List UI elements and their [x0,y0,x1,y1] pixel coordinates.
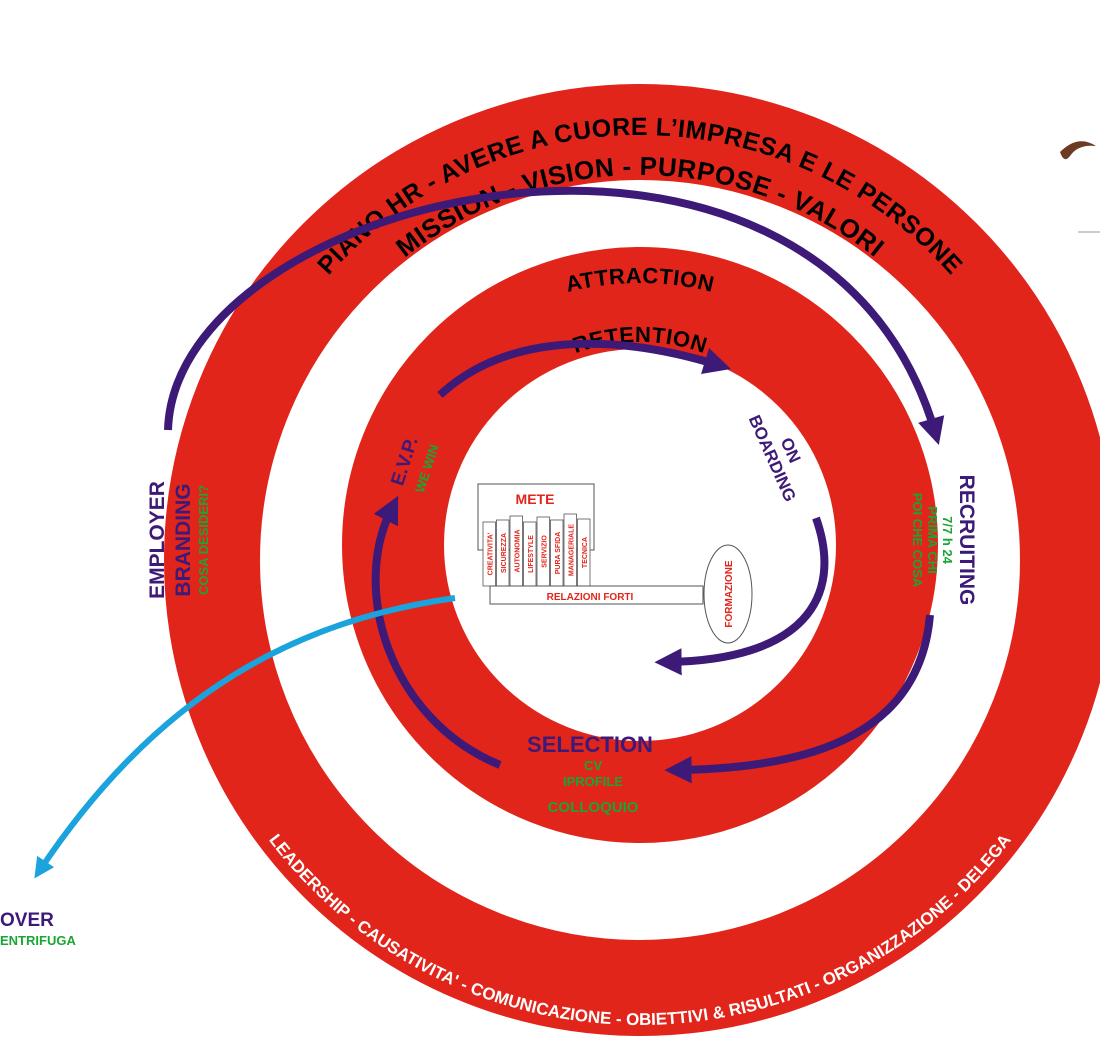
turnover-sub: ENTRIFUGA [0,933,76,948]
recruiting-line1: 7/7 h 24 [940,516,955,564]
key-book [482,521,496,587]
selection-title: SELECTION [527,732,653,757]
key-book-label: MANAGERIALE [568,524,575,576]
key-shaft [489,585,704,605]
key-book-label: PURA SFIDA [555,532,562,575]
arrow-recruiting-to-selection [664,614,934,784]
selection-line1: CV [584,758,602,773]
outer-red-ring [164,84,1100,1036]
key-book-label: AUTONOMIA [514,529,521,572]
key-drawing: METE CREATIVITA' SICUREZZA AUTONOMIA LIFEST… [477,483,753,644]
recruiting-block: RECRUITING 7/7 h 24 PRIMA CHI POI CHE CO… [910,475,978,606]
key-book-label: CREATIVITA' [487,532,494,575]
employer-branding-sub: COSA DESIDERI? [196,485,211,595]
arrow-evp-to-onboarding [437,339,732,398]
key-books: CREATIVITA' SICUREZZA AUTONOMIA LIFESTYLE SE… [482,513,591,587]
key-title: METE [516,491,555,507]
employer-branding-block: EMPLOYER BRANDING COSA DESIDERI? [146,481,211,599]
selection-line2: IPROFILE [563,774,623,789]
key-book-label: TECNICA [582,537,589,568]
employer-branding-line2: BRANDING [172,483,195,596]
key-book-label: SICUREZZA [501,533,508,573]
recruiting-title: RECRUITING [955,475,978,606]
logo-fragment [1060,141,1096,160]
key-book-label: LIFESTYLE [528,535,535,573]
key-shaft-label: RELAZIONI FORTI [547,592,634,603]
arrow-onboarding-to-retention [654,516,829,676]
key-bow [703,544,753,644]
inner-red-ring [342,247,938,843]
employer-branding-line1: EMPLOYER [146,481,169,599]
selection-block: SELECTION CV IPROFILE COLLOQUIO [527,732,653,816]
arrow-selection-to-evp [371,495,502,769]
turnover-title: OVER [0,910,54,931]
key-book-label: SERVIZIO [541,535,548,568]
recruiting-line2: PRIMA CHI [925,506,940,573]
arrow-turnover [34,595,456,879]
key-bow-label: FORMAZIONE [724,560,735,628]
selection-line3: COLLOQUIO [548,799,639,816]
recruiting-line3: POI CHE COSA [910,493,925,588]
arrow-employer-to-recruiting [164,186,945,446]
